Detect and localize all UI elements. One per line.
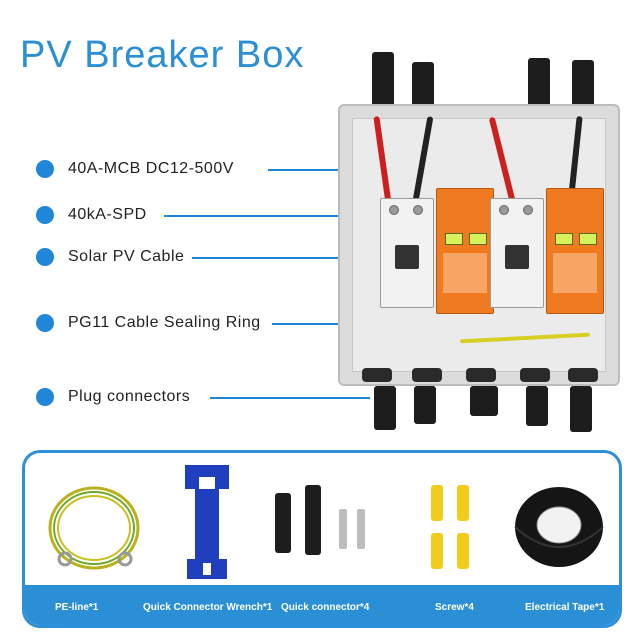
callout-label: Solar PV Cable [68,248,185,265]
breaker-box [338,104,620,386]
leader-line-plug [210,397,370,399]
spd-module [546,188,604,314]
accessories-panel: PE-line*1 Quick Connector Wrench*1 Quick… [22,450,622,628]
terminal-screw [413,205,423,215]
indicator-window [579,233,597,245]
callout-spd: 40kA-SPD [36,206,147,224]
leader-line-cable [192,257,388,259]
indicator-window [469,233,487,245]
bullet-dot [36,388,54,406]
top-connector [572,60,594,112]
callout-label: Plug connectors [68,388,191,405]
bullet-dot [36,160,54,178]
callout-label: PG11 Cable Sealing Ring [68,314,261,331]
callout-cable: Solar PV Cable [36,248,184,266]
leader-line-mcb [268,169,398,171]
pe-line-coil-icon [48,486,140,570]
bottom-connector [570,386,592,432]
bottom-connector [414,386,436,424]
callout-plug: Plug connectors [36,388,190,406]
top-connector [372,52,394,112]
electrical-tape-icon [514,487,604,567]
indicator-window [445,233,463,245]
spd-label-plate [443,253,487,293]
accessories-label-bar [25,585,619,625]
mcb-breaker [380,198,434,308]
breaker-toggle [505,245,529,269]
spd-module [436,188,494,314]
cable-gland [466,368,496,382]
accessory-label-quick-connector: Quick connector*4 [281,602,370,613]
bullet-dot [36,248,54,266]
terminal-screw [499,205,509,215]
leader-line-spd [164,215,410,217]
page-title: PV Breaker Box [20,34,305,76]
mcb-breaker [490,198,544,308]
indicator-window [555,233,573,245]
bullet-dot [36,206,54,224]
accessory-label-screw: Screw*4 [435,602,474,613]
quick-connector-icon [275,485,365,555]
callout-mcb: 40A-MCB DC12-500V [36,160,234,178]
callout-sealing-ring: PG11 Cable Sealing Ring [36,314,261,332]
bottom-connector [526,386,548,426]
bottom-gland [470,386,498,416]
bottom-connector [374,386,396,430]
callout-label: 40kA-SPD [68,206,147,223]
top-connector [528,58,550,112]
spd-label-plate [553,253,597,293]
accessory-label-tape: Electrical Tape*1 [525,602,605,613]
screw-anchor-icon [431,485,469,569]
accessory-label-pe-line: PE-line*1 [55,602,99,613]
wrench-icon [185,465,229,579]
terminal-screw [389,205,399,215]
accessory-label-wrench: Quick Connector Wrench*1 [143,602,273,613]
callout-label: 40A-MCB DC12-500V [68,160,234,177]
cable-gland [520,368,550,382]
cable-gland [568,368,598,382]
breaker-toggle [395,245,419,269]
cable-gland [412,368,442,382]
cable-gland [362,368,392,382]
bullet-dot [36,314,54,332]
top-connector [412,62,434,112]
terminal-screw [523,205,533,215]
